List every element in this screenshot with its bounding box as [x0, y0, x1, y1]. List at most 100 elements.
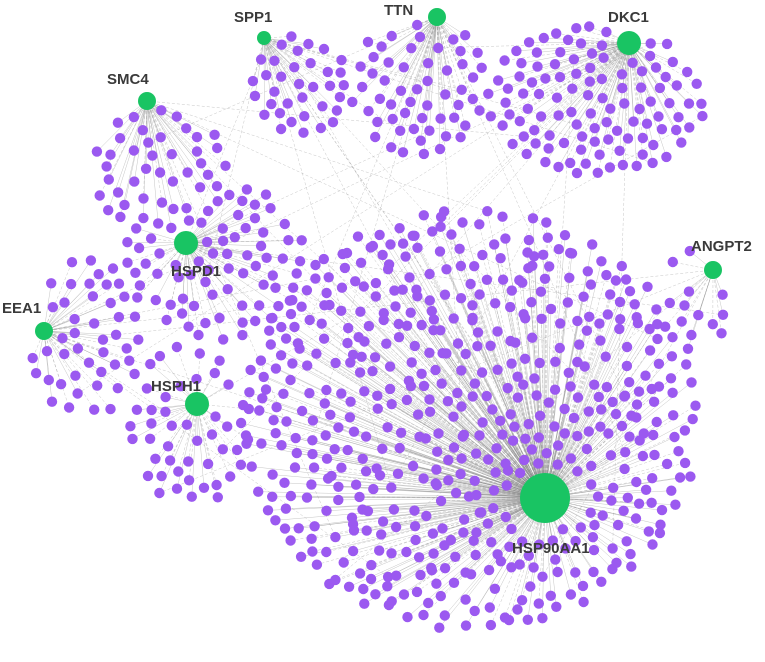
- leaf-node[interactable]: [350, 479, 362, 490]
- leaf-node[interactable]: [545, 590, 556, 601]
- leaf-node[interactable]: [519, 353, 531, 364]
- leaf-node[interactable]: [127, 433, 138, 445]
- leaf-node[interactable]: [596, 404, 607, 415]
- leaf-node[interactable]: [392, 468, 404, 479]
- leaf-node[interactable]: [218, 334, 229, 345]
- leaf-node[interactable]: [610, 408, 622, 420]
- leaf-node[interactable]: [522, 614, 533, 625]
- leaf-node[interactable]: [652, 319, 663, 330]
- leaf-node[interactable]: [276, 440, 287, 451]
- leaf-node[interactable]: [550, 554, 561, 565]
- leaf-node[interactable]: [716, 328, 727, 339]
- leaf-node[interactable]: [379, 75, 390, 86]
- leaf-node[interactable]: [343, 581, 355, 592]
- leaf-node[interactable]: [649, 449, 660, 461]
- leaf-node[interactable]: [318, 43, 330, 55]
- leaf-node[interactable]: [377, 516, 389, 527]
- leaf-node[interactable]: [383, 57, 394, 68]
- leaf-node[interactable]: [337, 248, 348, 260]
- leaf-node[interactable]: [428, 314, 440, 325]
- leaf-node[interactable]: [566, 106, 577, 118]
- leaf-node[interactable]: [506, 562, 517, 573]
- leaf-node[interactable]: [459, 514, 470, 525]
- leaf-node[interactable]: [456, 84, 467, 96]
- leaf-node[interactable]: [293, 523, 304, 534]
- leaf-node[interactable]: [359, 598, 370, 609]
- leaf-node[interactable]: [72, 388, 83, 399]
- leaf-node[interactable]: [460, 594, 471, 605]
- leaf-node[interactable]: [529, 125, 540, 136]
- leaf-node[interactable]: [217, 235, 229, 247]
- leaf-node[interactable]: [572, 466, 583, 477]
- leaf-node[interactable]: [133, 334, 144, 345]
- leaf-node[interactable]: [516, 58, 527, 69]
- leaf-node[interactable]: [311, 559, 323, 570]
- leaf-node[interactable]: [411, 284, 422, 295]
- leaf-node[interactable]: [318, 333, 330, 344]
- leaf-node[interactable]: [474, 289, 485, 300]
- leaf-node[interactable]: [619, 98, 630, 109]
- leaf-node[interactable]: [611, 557, 622, 568]
- leaf-node[interactable]: [697, 110, 708, 122]
- leaf-node[interactable]: [554, 342, 565, 354]
- leaf-node[interactable]: [553, 110, 564, 121]
- leaf-node[interactable]: [597, 93, 608, 104]
- leaf-node[interactable]: [299, 111, 310, 122]
- leaf-node[interactable]: [301, 492, 313, 503]
- leaf-node[interactable]: [307, 546, 318, 557]
- leaf-node[interactable]: [640, 370, 651, 381]
- leaf-node[interactable]: [533, 432, 544, 443]
- leaf-node[interactable]: [370, 589, 381, 600]
- leaf-node[interactable]: [448, 313, 459, 324]
- leaf-node[interactable]: [604, 162, 616, 173]
- leaf-node[interactable]: [93, 269, 104, 280]
- leaf-node[interactable]: [514, 116, 525, 127]
- leaf-node[interactable]: [176, 308, 188, 319]
- leaf-node[interactable]: [333, 481, 344, 492]
- leaf-node[interactable]: [355, 306, 366, 317]
- leaf-node[interactable]: [354, 568, 366, 579]
- leaf-node[interactable]: [533, 88, 545, 100]
- leaf-node[interactable]: [143, 137, 154, 148]
- leaf-node[interactable]: [209, 367, 220, 379]
- leaf-node[interactable]: [560, 543, 571, 554]
- leaf-node[interactable]: [145, 233, 157, 244]
- leaf-node[interactable]: [307, 448, 318, 460]
- leaf-node[interactable]: [535, 111, 547, 122]
- leaf-node[interactable]: [372, 390, 383, 401]
- leaf-node[interactable]: [416, 319, 427, 331]
- leaf-node[interactable]: [685, 471, 696, 482]
- leaf-node[interactable]: [279, 218, 290, 230]
- leaf-node[interactable]: [443, 454, 454, 466]
- leaf-node[interactable]: [409, 340, 420, 352]
- leaf-node[interactable]: [654, 82, 666, 94]
- leaf-node[interactable]: [645, 96, 656, 107]
- leaf-node[interactable]: [194, 348, 205, 359]
- leaf-node[interactable]: [669, 431, 680, 443]
- leaf-node[interactable]: [193, 329, 204, 341]
- leaf-node[interactable]: [566, 248, 578, 259]
- leaf-node[interactable]: [422, 75, 433, 87]
- hub-node-hsph1[interactable]: [185, 392, 209, 416]
- leaf-node[interactable]: [209, 129, 220, 140]
- leaf-node[interactable]: [330, 357, 341, 369]
- leaf-node[interactable]: [477, 417, 488, 428]
- leaf-node[interactable]: [621, 360, 633, 372]
- leaf-node[interactable]: [156, 470, 167, 482]
- leaf-node[interactable]: [357, 81, 368, 93]
- leaf-node[interactable]: [359, 336, 370, 347]
- leaf-node[interactable]: [606, 495, 617, 506]
- leaf-node[interactable]: [668, 410, 679, 421]
- leaf-node[interactable]: [286, 31, 297, 42]
- leaf-node[interactable]: [411, 84, 423, 95]
- leaf-node[interactable]: [619, 463, 630, 475]
- leaf-node[interactable]: [142, 470, 154, 482]
- leaf-node[interactable]: [69, 313, 80, 325]
- leaf-node[interactable]: [367, 68, 378, 79]
- leaf-node[interactable]: [460, 348, 471, 360]
- leaf-node[interactable]: [244, 387, 255, 398]
- leaf-node[interactable]: [585, 108, 596, 119]
- leaf-node[interactable]: [506, 358, 517, 369]
- leaf-node[interactable]: [488, 503, 499, 514]
- leaf-node[interactable]: [374, 545, 385, 556]
